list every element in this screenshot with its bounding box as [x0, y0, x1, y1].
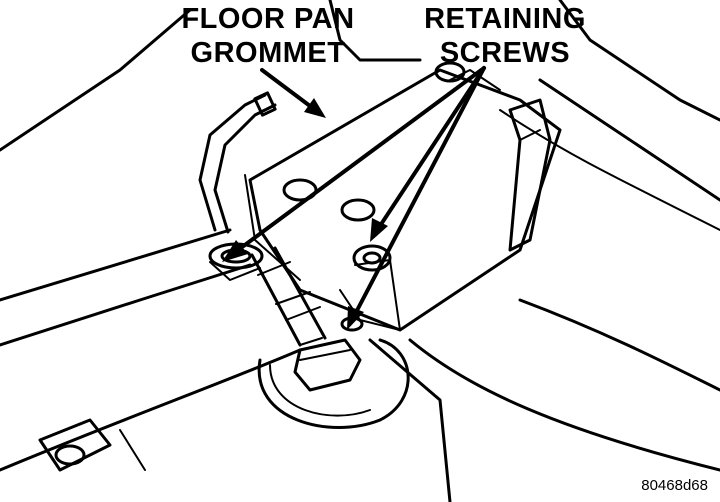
floor-pan-grommet-label-line1: FLOOR PAN: [181, 3, 355, 35]
linkage-rod: [250, 246, 327, 347]
console-bracket: [244, 61, 562, 332]
shifter-boot: [257, 338, 410, 429]
floor-pan-grommet-label: FLOOR PAN GROMMET: [168, 2, 368, 70]
cable-housing: [198, 91, 277, 234]
lower-bolt: [38, 418, 146, 472]
callout-arrows: [222, 66, 486, 330]
retaining-screws-label-line1: RETAINING: [424, 3, 586, 35]
retaining-screws-label-line2: SCREWS: [439, 37, 571, 69]
retaining-screws-label: RETAINING SCREWS: [412, 2, 598, 70]
figure-id: 80468d68: [641, 477, 708, 494]
floor-pan-grommet-label-line2: GROMMET: [190, 37, 346, 69]
